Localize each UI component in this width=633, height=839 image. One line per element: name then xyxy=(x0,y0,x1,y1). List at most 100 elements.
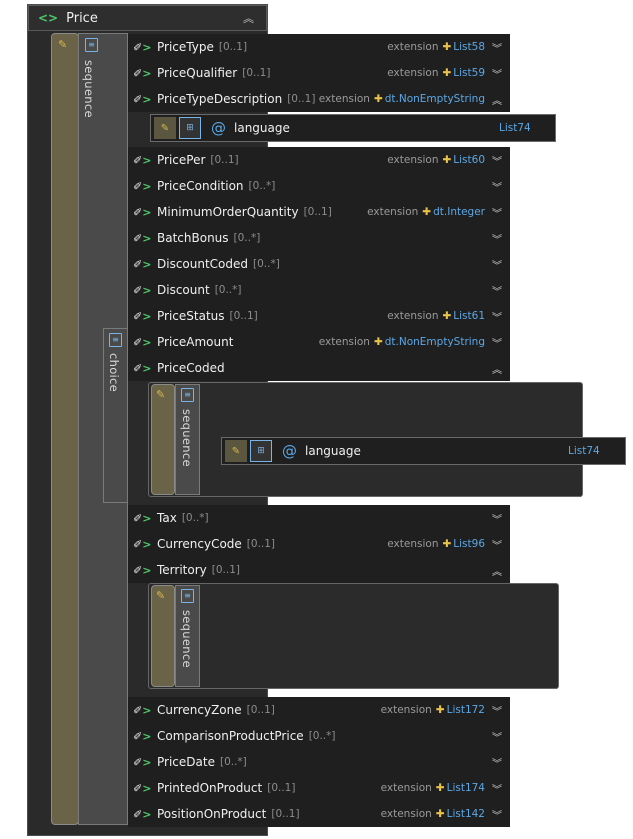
extension-label: extension xyxy=(318,93,370,105)
extension-label: extension xyxy=(380,704,432,716)
element-row-pricedate[interactable]: ✐>PriceDate[0..*]︾ xyxy=(128,749,510,775)
extension-info: extension✚dt.NonEmptyString xyxy=(319,93,485,105)
element-ref-icon: ✐> xyxy=(133,231,152,245)
element-row-pricetype[interactable]: ✐>PriceType[0..1]extension✚List58︾ xyxy=(128,34,510,60)
element-row-minimumorderquantity[interactable]: ✐>MinimumOrderQuantity[0..1]extension✚dt… xyxy=(128,199,510,225)
element-name: Tax xyxy=(157,511,177,525)
expand-icon[interactable]: ︾ xyxy=(492,810,502,822)
element-row-currencyzone[interactable]: ✐>CurrencyZone[0..1]extension✚List172︾ xyxy=(128,697,510,723)
cardinality: [0..1] xyxy=(287,93,316,105)
base-type-link[interactable]: List172 xyxy=(446,704,485,716)
collapse-icon[interactable]: ︽ xyxy=(492,364,502,376)
element-name: PositionOnProduct xyxy=(157,807,267,821)
element-row-positiononproduct[interactable]: ✐>PositionOnProduct[0..1]extension✚List1… xyxy=(128,801,510,827)
extension-info: extension✚List58 xyxy=(387,41,485,53)
element-row-tax[interactable]: ✐>Tax[0..*]︾ xyxy=(128,505,510,531)
expand-icon[interactable]: ︾ xyxy=(492,312,502,324)
expand-icon[interactable]: ︾ xyxy=(492,758,502,770)
element-ref-icon: ✐> xyxy=(133,537,152,551)
element-row-pricestatus[interactable]: ✐>PriceStatus[0..1]extension✚List61︾ xyxy=(128,303,510,329)
base-type-link[interactable]: List59 xyxy=(453,67,485,79)
element-row-currencycode[interactable]: ✐>CurrencyCode[0..1]extension✚List96︾ xyxy=(128,531,510,557)
base-type-link[interactable]: List96 xyxy=(453,538,485,550)
element-name: BatchBonus xyxy=(157,231,229,245)
cardinality: [0..1] xyxy=(229,310,258,322)
expand-icon[interactable]: ︾ xyxy=(492,208,502,220)
cardinality: [0..1] xyxy=(218,41,248,53)
expand-icon[interactable]: ︾ xyxy=(492,156,502,168)
element-name: PriceDate xyxy=(157,755,215,769)
expand-icon[interactable]: ︾ xyxy=(492,182,502,194)
element-name: PriceCoded xyxy=(157,361,225,375)
element-ref-icon: ✐> xyxy=(133,153,152,167)
extension-info: extension✚List142 xyxy=(381,808,485,820)
collapse-icon[interactable]: ︽ xyxy=(492,566,502,578)
expand-icon[interactable]: ︾ xyxy=(492,514,502,526)
attributes-icon: ⊞ xyxy=(250,440,272,462)
base-type-link[interactable]: dt.NonEmptyString xyxy=(384,336,485,348)
wand-icon: ✎ xyxy=(154,117,176,139)
element-name: Territory xyxy=(157,563,207,577)
cardinality: [0..1] xyxy=(211,564,240,576)
base-type-link[interactable]: List60 xyxy=(453,154,485,166)
element-row-batchbonus[interactable]: ✐>BatchBonus[0..*]︾ xyxy=(128,225,510,251)
element-ref-icon: ✐> xyxy=(133,335,152,349)
extension-plus-icon: ✚ xyxy=(435,704,445,716)
attribute-type[interactable]: List74 xyxy=(499,122,531,134)
element-name: PriceTypeDescription xyxy=(157,92,283,106)
expand-icon[interactable]: ︾ xyxy=(492,260,502,272)
expand-icon[interactable]: ︾ xyxy=(492,338,502,350)
cardinality: [0..*] xyxy=(219,756,247,768)
expand-icon[interactable]: ︾ xyxy=(492,732,502,744)
extension-plus-icon: ✚ xyxy=(442,310,452,322)
element-row-printedonproduct[interactable]: ✐>PrintedOnProduct[0..1]extension✚List17… xyxy=(128,775,510,801)
base-type-link[interactable]: List142 xyxy=(446,808,485,820)
base-type-link[interactable]: dt.Integer xyxy=(433,206,485,218)
element-row-pricetypedescription[interactable]: ✐>PriceTypeDescription[0..1]extension✚dt… xyxy=(128,86,510,112)
expand-icon[interactable]: ︾ xyxy=(492,540,502,552)
element-row-pricecoded[interactable]: ✐>PriceCoded︽ xyxy=(128,355,510,381)
expand-icon[interactable]: ︾ xyxy=(492,69,502,81)
cardinality: [0..*] xyxy=(248,180,276,192)
wand-icon: ✎ xyxy=(225,440,247,462)
expand-icon[interactable]: ︾ xyxy=(492,706,502,718)
element-ref-icon: ✐> xyxy=(133,309,152,323)
sequence-icon: ≡ xyxy=(85,38,98,52)
element-name: CurrencyCode xyxy=(157,537,242,551)
cardinality: [0..1] xyxy=(210,154,239,166)
sequence-label: sequence xyxy=(180,610,194,668)
expand-icon[interactable]: ︾ xyxy=(492,234,502,246)
element-row-discount[interactable]: ✐>Discount[0..*]︾ xyxy=(128,277,510,303)
base-type-link[interactable]: dt.NonEmptyString xyxy=(384,93,485,105)
collapse-icon[interactable]: ︽ xyxy=(492,95,502,107)
sequence-compositor-handle[interactable]: ✎ xyxy=(151,585,175,687)
base-type-link[interactable]: List58 xyxy=(453,41,485,53)
expand-icon[interactable]: ︾ xyxy=(492,784,502,796)
wand-icon: ✎ xyxy=(58,38,68,51)
element-row-pricequalifier[interactable]: ✐>PriceQualifier[0..1]extension✚List59︾ xyxy=(128,60,510,86)
element-ref-icon: ✐> xyxy=(133,703,152,717)
element-row-pricecondition[interactable]: ✐>PriceCondition[0..*]︾ xyxy=(128,173,510,199)
extension-info: extension✚List61 xyxy=(387,310,485,322)
expand-icon[interactable]: ︾ xyxy=(492,286,502,298)
sequence-compositor-handle[interactable]: ✎ xyxy=(151,384,175,495)
extension-label: extension xyxy=(387,310,439,322)
extension-label: extension xyxy=(387,67,439,79)
cardinality: [0..1] xyxy=(271,808,300,820)
base-type-link[interactable]: List61 xyxy=(453,310,485,322)
element-row-discountcoded[interactable]: ✐>DiscountCoded[0..*]︾ xyxy=(128,251,510,277)
element-row-priceper[interactable]: ✐>PricePer[0..1]extension✚List60︾ xyxy=(128,147,510,173)
element-row-comparisonproductprice[interactable]: ✐>ComparisonProductPrice[0..*]︾ xyxy=(128,723,510,749)
base-type-link[interactable]: List174 xyxy=(446,782,485,794)
attribute-language-row[interactable]: ✎ ⊞ @ language List74 xyxy=(150,114,556,142)
element-ref-icon: ✐> xyxy=(133,511,152,525)
attribute-language-row[interactable]: ✎ ⊞ @ language List74 xyxy=(221,437,626,465)
sequence-compositor-handle[interactable]: ✎ xyxy=(51,33,79,825)
cardinality: [0..*] xyxy=(214,284,242,296)
price-element-header[interactable]: <> Price ︽ xyxy=(28,5,267,31)
expand-icon[interactable]: ︾ xyxy=(492,43,502,55)
attribute-type[interactable]: List74 xyxy=(568,445,600,457)
element-row-territory[interactable]: ✐>Territory[0..1]︽ xyxy=(128,557,510,583)
collapse-icon[interactable]: ︽ xyxy=(243,12,254,25)
